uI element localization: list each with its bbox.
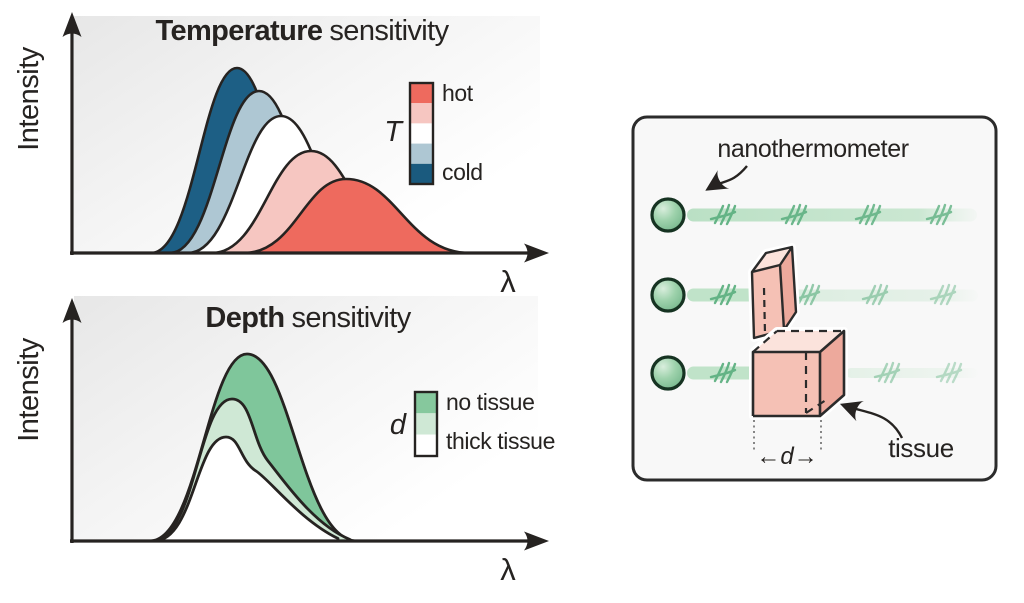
cube-top-face — [753, 331, 844, 352]
cube-side-face — [820, 331, 844, 416]
nanothermometer-sphere — [650, 355, 686, 391]
curve-thick-tissue — [152, 435, 340, 543]
slab-hidden-edge — [762, 287, 767, 335]
legend-symbol-d: d — [390, 409, 407, 441]
y-axis-arrow-icon — [62, 12, 82, 37]
beam-row-thick-tissue: ←d→ — [687, 327, 978, 470]
nanothermometer-sphere — [650, 277, 686, 313]
legend-symbol-T: T — [384, 116, 404, 148]
legend-colorbar-border — [413, 390, 439, 458]
y-axis-arrow-icon — [62, 298, 82, 323]
legend-swatch-thick-tissue — [415, 434, 437, 456]
slab-side-face — [780, 247, 796, 330]
legend-swatch-no-tissue — [415, 392, 437, 414]
tissue-label: tissue — [888, 433, 954, 463]
slab-top-face — [752, 247, 792, 272]
beam-row-no-tissue — [687, 203, 977, 226]
slab-outline — [750, 245, 798, 340]
legend-swatch-some-tissue — [415, 413, 437, 435]
depth-legend: d no tissue thick tissue — [390, 389, 555, 458]
legend-colorbar-border — [408, 81, 435, 186]
legend-swatch-cool — [410, 143, 433, 164]
cube-front-face — [753, 352, 820, 416]
temperature-xlabel: λ — [500, 264, 516, 299]
legend-swatch-warm — [410, 103, 433, 124]
tissue-arrow-icon — [839, 401, 904, 439]
beam-row-thin-tissue — [687, 243, 978, 342]
depth-ylabel: Intensity — [13, 337, 45, 441]
nanothermometer-label: nanothermometer — [717, 135, 908, 163]
nanothermometer-panel: nanothermometer — [631, 115, 998, 482]
curve-hot — [242, 177, 472, 255]
x-axis-arrow-icon — [524, 531, 549, 551]
depth-xlabel: λ — [500, 552, 516, 587]
legend-label-hot: hot — [442, 80, 474, 106]
legend-swatch-cold — [410, 163, 433, 184]
legend-label-no-tissue: no tissue — [446, 389, 534, 415]
x-axis-arrow-icon — [524, 243, 549, 263]
cube-hidden-edges — [752, 329, 844, 414]
tissue-slab — [748, 243, 800, 342]
slab-front-face — [752, 265, 784, 338]
temperature-ylabel: Intensity — [13, 46, 45, 150]
temperature-legend: T hot cold — [384, 80, 483, 186]
nanothermometer-arrow-icon — [705, 165, 748, 191]
dimension-label: ←d→ — [756, 443, 817, 470]
tissue-cube — [749, 327, 848, 420]
nanothermometer-spheres — [650, 197, 686, 391]
legend-swatch-neutral — [410, 123, 433, 144]
legend-label-cold: cold — [442, 159, 483, 185]
legend-swatch-hot — [410, 83, 433, 104]
beam — [687, 208, 977, 222]
legend-label-thick-tissue: thick tissue — [446, 428, 555, 454]
nanothermometer-sphere — [650, 197, 686, 233]
